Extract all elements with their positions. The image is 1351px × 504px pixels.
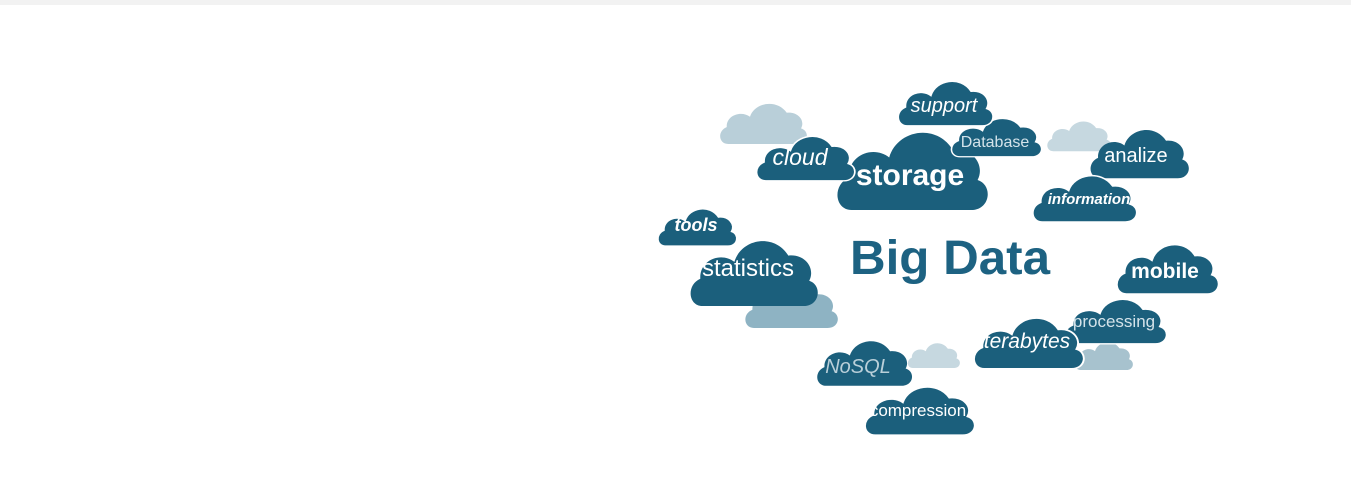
top-strip <box>0 0 1351 5</box>
label-statistics: statistics <box>702 255 794 282</box>
light-cloud-4 <box>907 343 960 368</box>
label-terabytes: terabytes <box>984 330 1071 353</box>
label-cloud: cloud <box>773 144 829 170</box>
label-nosql: NoSQL <box>825 356 891 378</box>
label-compression: compression <box>870 401 966 420</box>
label-information: information <box>1048 191 1131 208</box>
label-tools: tools <box>675 215 718 235</box>
label-mobile: mobile <box>1131 260 1199 283</box>
label-storage: storage <box>856 159 964 192</box>
label-support: support <box>911 95 979 117</box>
light-cloud-1 <box>720 103 807 144</box>
light-cloud-2 <box>1047 121 1111 152</box>
label-analize: analize <box>1104 145 1167 167</box>
big-data-title: Big Data <box>850 232 1050 285</box>
label-database: Database <box>961 134 1030 151</box>
label-processing: processing <box>1073 312 1155 331</box>
